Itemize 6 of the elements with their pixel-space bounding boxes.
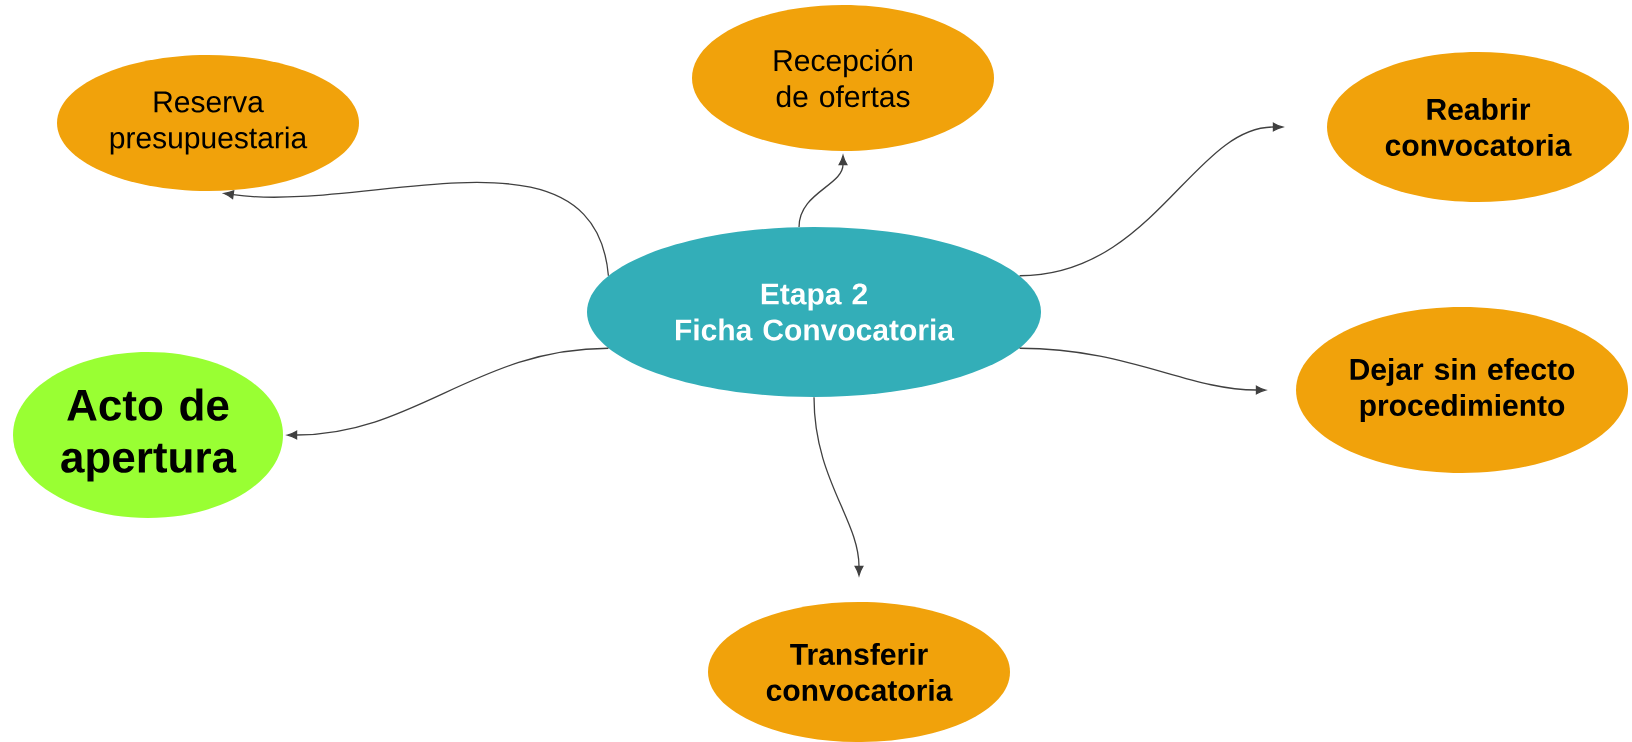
arrow: [287, 347, 610, 440]
arrow: [223, 181, 610, 277]
arrow: [1018, 347, 1267, 395]
arrow: [798, 155, 848, 228]
arrow: [813, 396, 864, 577]
arrow: [1018, 122, 1284, 277]
